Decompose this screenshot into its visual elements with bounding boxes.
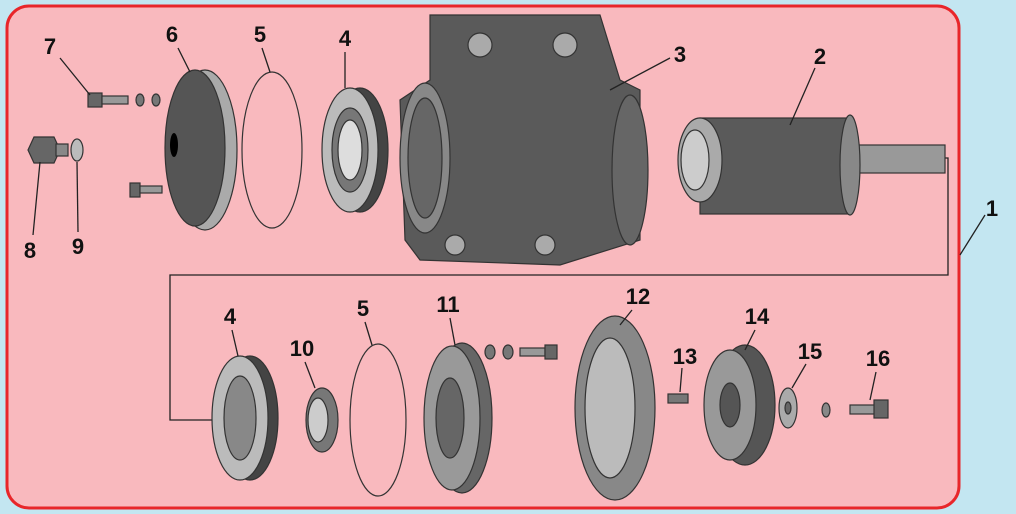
leader-13 <box>679 367 683 393</box>
leader-8 <box>32 161 41 236</box>
leader-6 <box>177 47 191 73</box>
leader-1 <box>959 214 986 256</box>
label-part-2: 2 <box>814 44 826 69</box>
leader-2 <box>789 67 816 126</box>
label-part-9: 9 <box>72 234 84 259</box>
label-part-7: 7 <box>44 34 56 59</box>
label-part-16: 16 <box>866 346 890 371</box>
leader-14 <box>744 329 756 351</box>
part-15-washer <box>778 387 831 429</box>
label-part-3: 3 <box>674 42 686 67</box>
part-11-end-cap <box>423 342 493 494</box>
label-part-13: 13 <box>673 344 697 369</box>
part-11-bolt-set <box>484 344 558 360</box>
leader-15 <box>791 363 807 389</box>
part-12-ring-cover <box>574 315 656 501</box>
part-4-bearing <box>321 87 389 213</box>
part-7-bolt <box>87 92 161 108</box>
part-5-gasket <box>241 71 303 229</box>
label-part-11: 11 <box>436 292 459 317</box>
label-part-4-lower: 4 <box>224 304 237 329</box>
label-part-6: 6 <box>166 22 178 47</box>
label-part-8: 8 <box>24 238 36 263</box>
leader-16 <box>869 371 877 401</box>
leader-12 <box>619 309 633 326</box>
leader-10 <box>304 361 316 389</box>
part-5-gasket-lower <box>349 343 407 497</box>
label-part-5-lower: 5 <box>357 296 369 321</box>
label-part-10: 10 <box>290 336 314 361</box>
part-14-pulley <box>703 344 776 466</box>
part-10-seal <box>305 387 339 453</box>
part-3-housing <box>399 14 649 266</box>
leader-5b <box>364 321 373 346</box>
label-part-14: 14 <box>745 304 770 329</box>
part-2-shaft <box>677 114 946 216</box>
leader-5a <box>261 47 271 73</box>
leader-3 <box>609 57 671 91</box>
part-16-bolt <box>849 399 889 419</box>
label-part-5: 5 <box>254 22 266 47</box>
part-9-washer <box>70 138 84 162</box>
label-part-12: 12 <box>626 284 650 309</box>
leader-11 <box>449 317 456 346</box>
label-part-4: 4 <box>339 26 352 51</box>
leader-4b <box>231 329 239 357</box>
part-13-pin <box>667 393 689 404</box>
part-6-cover <box>164 69 238 231</box>
label-part-1: 1 <box>986 196 998 221</box>
assembly-connector-line <box>169 157 949 421</box>
part-8-nut <box>27 136 69 164</box>
label-part-15: 15 <box>798 339 822 364</box>
part-6-bolt-small <box>129 182 163 198</box>
leader-7 <box>59 57 91 96</box>
leader-9 <box>76 161 79 233</box>
part-4-bearing-lower <box>211 355 279 481</box>
